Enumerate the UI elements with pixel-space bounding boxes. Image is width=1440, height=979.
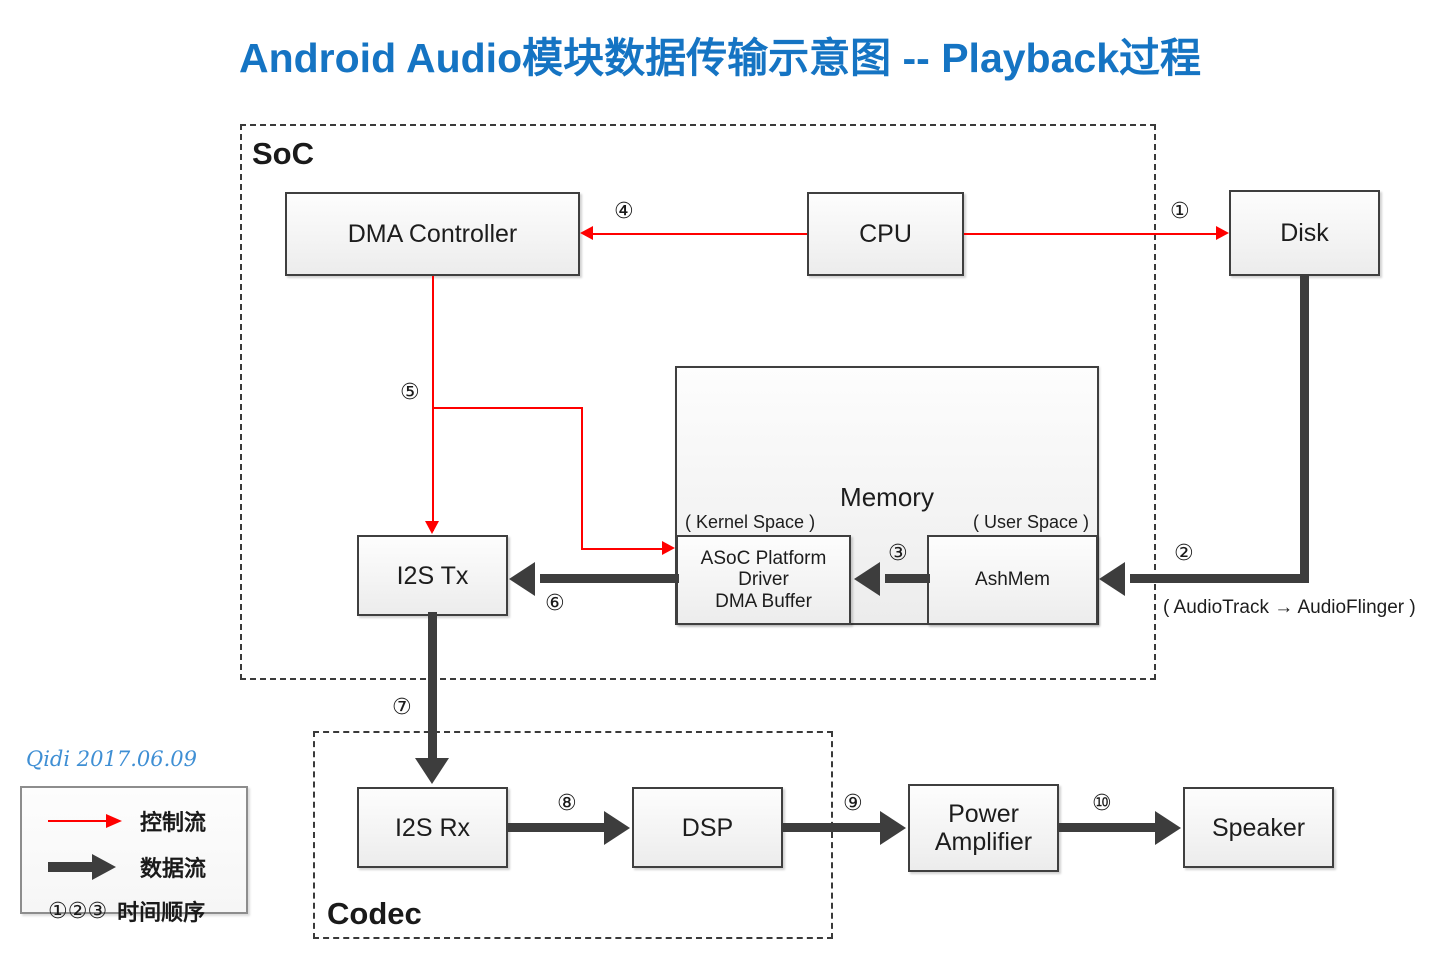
step-marker-2: ② [1174,540,1194,565]
data-flow-7-arrowhead [415,758,449,784]
memory-label: Memory [840,482,934,512]
page-title: Android Audio模块数据传输示意图 -- Playback过程 [238,35,1202,81]
node-disk[interactable]: Disk [1229,190,1380,276]
data-flow-8-line [506,823,606,832]
data-flow-2-horizontal [1130,574,1309,583]
step-marker-9: ⑨ [843,790,863,815]
data-flow-3-line [885,574,930,583]
node-asoc-dma-buffer[interactable]: ASoC Platform Driver DMA Buffer [676,535,851,625]
data-flow-2-vertical [1300,274,1309,579]
data-flow-7-line [428,612,437,762]
codec-group-boundary [313,731,833,939]
control-flow-4-arrowhead [580,226,593,240]
legend-row-data-flow: 数据流 [48,851,206,883]
kernel-space-label: ( Kernel Space ) [685,512,816,532]
data-flow-6-line [540,574,679,583]
node-ashmem[interactable]: AshMem [927,535,1098,625]
soc-group-boundary [240,124,1156,680]
step-marker-5: ⑤ [400,379,420,404]
node-dsp[interactable]: DSP [632,787,783,868]
data-flow-3-arrowhead [854,562,880,596]
control-flow-5-arrowhead-i2s [425,521,439,534]
data-flow-2-arrowhead [1099,562,1125,596]
step-marker-6: ⑥ [545,590,565,615]
control-flow-1-arrowhead [1216,226,1229,240]
soc-group-label: SoC [252,136,314,171]
legend-label-sequence: 时间顺序 [117,900,206,925]
control-flow-5-branch-to-buffer [581,548,663,550]
data-flow-10-line [1057,823,1157,832]
node-cpu[interactable]: CPU [807,192,964,276]
data-flow-10-arrowhead [1155,811,1181,845]
audio-path-annotation: ( AudioTrack → AudioFlinger ) [1163,597,1416,618]
data-flow-6-arrowhead [509,562,535,596]
step-marker-3: ③ [888,540,908,565]
step-marker-8: ⑧ [557,790,577,815]
control-flow-5-branch-horizontal [432,407,583,409]
data-flow-9-line [781,823,882,832]
step-marker-10: ⑩ [1092,790,1112,815]
control-flow-1-line [964,233,1216,235]
control-flow-arrow-icon [48,810,126,832]
node-dma-controller[interactable]: DMA Controller [285,192,580,276]
step-marker-4: ④ [614,198,634,223]
node-i2s-rx[interactable]: I2S Rx [357,787,508,868]
sequence-number-icons: ①②③ [48,898,108,923]
legend-row-control-flow: 控制流 [48,805,206,837]
control-flow-5-vertical [432,276,434,531]
control-flow-4-line [593,233,807,235]
legend-panel [20,786,248,914]
control-flow-5-arrowhead-buffer [662,541,675,555]
node-power-amplifier[interactable]: Power Amplifier [908,784,1059,872]
legend-label-control-flow: 控制流 [140,810,207,835]
step-marker-7: ⑦ [392,694,412,719]
data-flow-9-arrowhead [880,811,906,845]
legend-label-data-flow: 数据流 [140,856,207,881]
node-i2s-tx[interactable]: I2S Tx [357,535,508,616]
data-flow-8-arrowhead [604,811,630,845]
codec-group-label: Codec [327,896,422,931]
author-signature: Qidi 2017.06.09 [26,747,198,771]
data-flow-arrow-icon [48,854,126,880]
step-marker-1: ① [1170,198,1190,223]
user-space-label: ( User Space ) [972,512,1089,532]
node-speaker[interactable]: Speaker [1183,787,1334,868]
legend-row-sequence: ①②③ 时间顺序 [48,895,205,927]
control-flow-5-branch-vertical [581,407,583,549]
